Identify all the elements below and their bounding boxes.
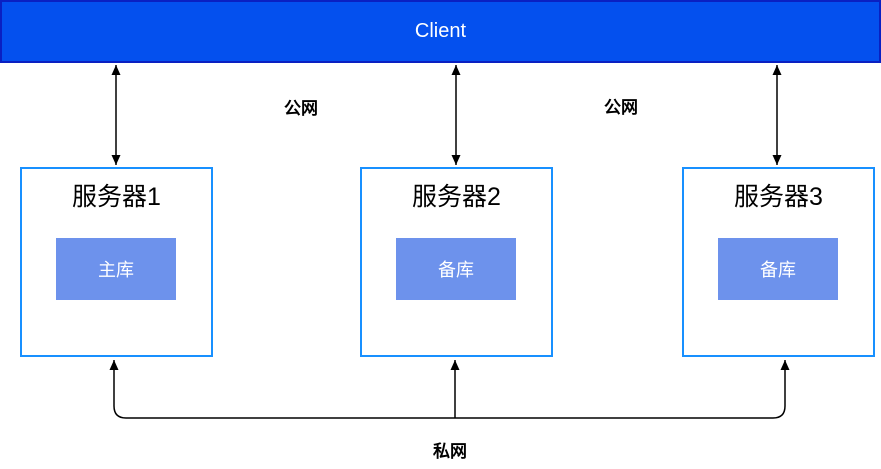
server2-standby-db-node: 备库: [396, 238, 516, 300]
client-node: Client: [0, 0, 881, 63]
server3-standby-db-node: 备库: [718, 238, 838, 300]
server3-db-label: 备库: [760, 260, 796, 280]
private-network-label: 私网: [431, 437, 469, 462]
server1-primary-db-node: 主库: [56, 238, 176, 300]
public-network-label-right: 公网: [602, 93, 640, 118]
server3-node: 服务器3 备库: [682, 167, 875, 357]
client-label: Client: [414, 20, 467, 42]
server2-node: 服务器2 备库: [360, 167, 553, 357]
server1-db-label: 主库: [98, 260, 134, 280]
server1-node: 服务器1 主库: [20, 167, 213, 357]
server1-title: 服务器1: [72, 183, 161, 211]
public-network-label-left: 公网: [282, 94, 320, 119]
server3-title: 服务器3: [734, 183, 823, 211]
server2-db-label: 备库: [438, 260, 474, 280]
private-network-bus: [109, 360, 790, 419]
server2-title: 服务器2: [412, 183, 501, 211]
